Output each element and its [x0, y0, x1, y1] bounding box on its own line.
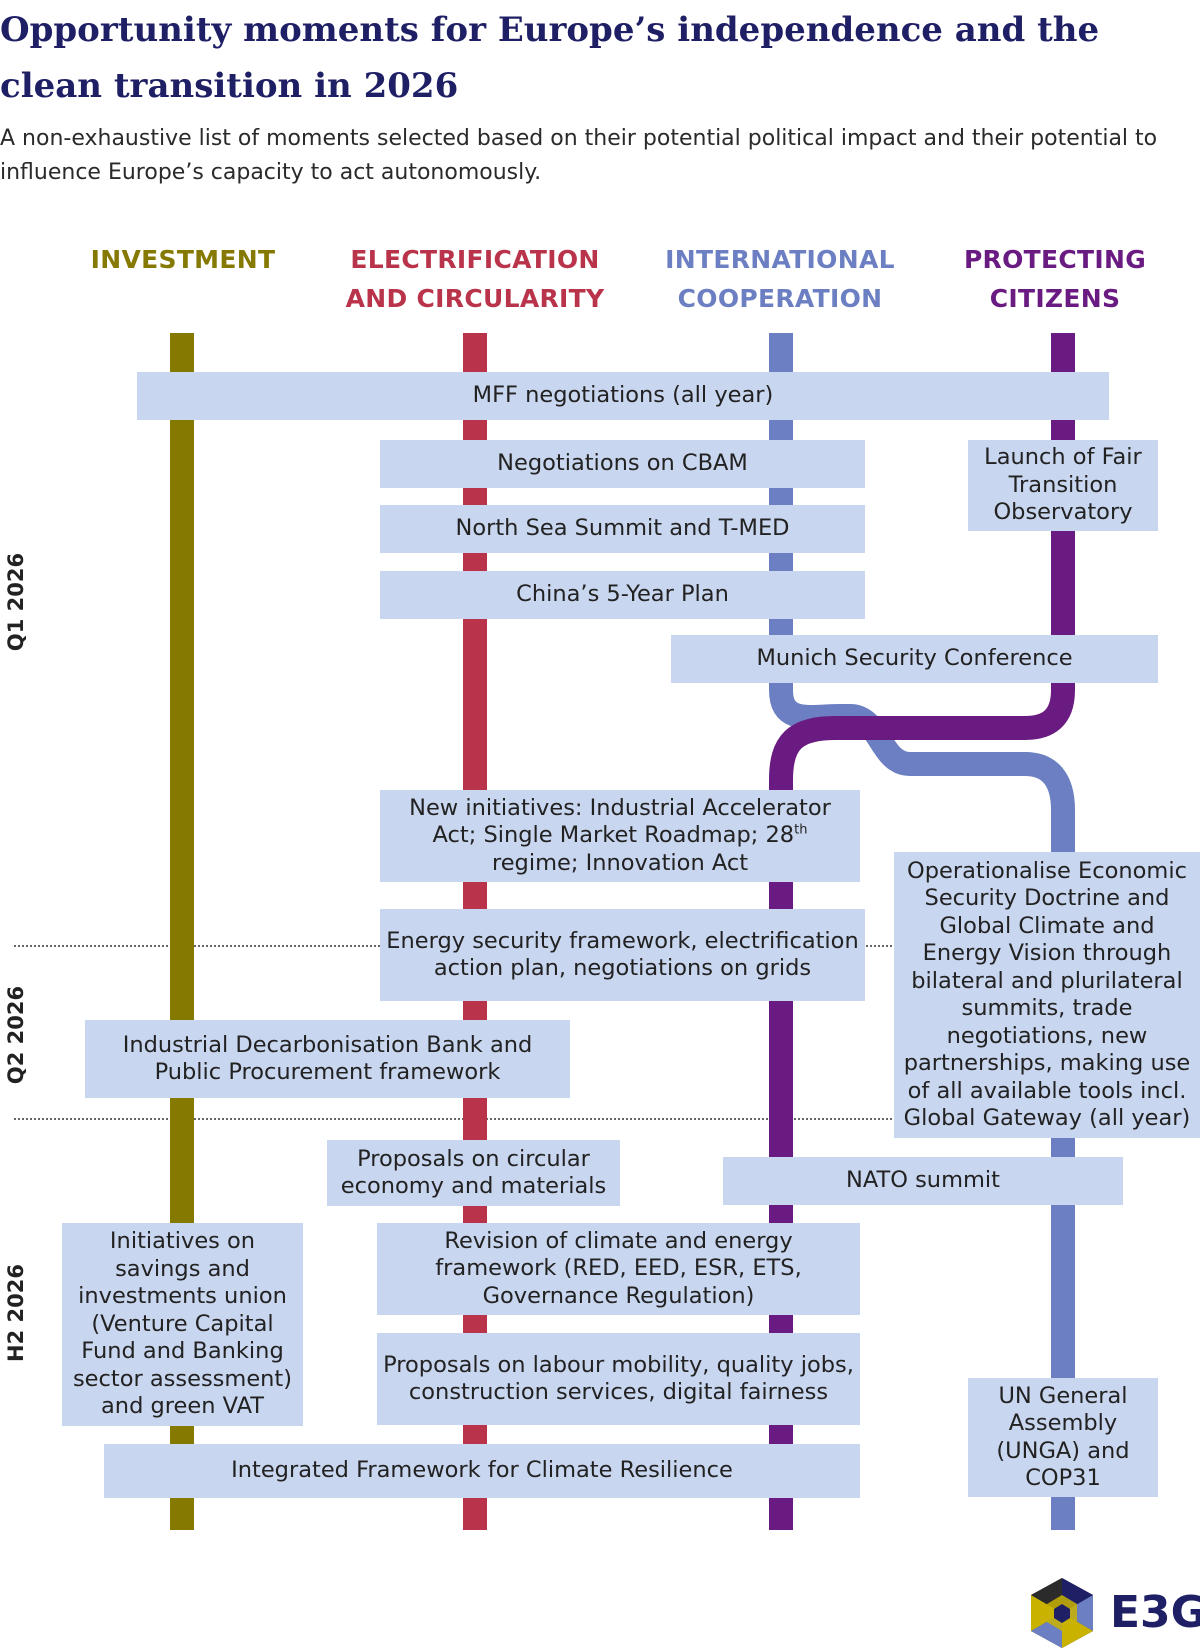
- column-header-electrification: ELECTRIFICATION AND CIRCULARITY: [345, 245, 605, 313]
- page-title: Opportunity moments for Europe’s indepen…: [0, 10, 1100, 106]
- event-nato-summit: NATO summit: [723, 1157, 1123, 1205]
- event-china-five-year-plan: China’s 5-Year Plan: [380, 571, 865, 619]
- event-munich-security-conference: Munich Security Conference: [671, 635, 1158, 683]
- event-labour-mobility-proposals: Proposals on labour mobility, quality jo…: [377, 1333, 860, 1425]
- event-north-sea-summit: North Sea Summit and T-MED: [380, 505, 865, 553]
- event-new-initiatives: New initiatives: Industrial Accelerator …: [380, 790, 860, 882]
- page-subtitle: A non-exhaustive list of moments selecte…: [0, 126, 1158, 185]
- event-cbam-negotiations: Negotiations on CBAM: [380, 440, 865, 488]
- event-climate-energy-framework-revision: Revision of climate and energy framework…: [377, 1223, 860, 1315]
- column-header-international: INTERNATIONAL COOPERATION: [665, 245, 895, 313]
- quarter-separator-q2-h2: [14, 1118, 1184, 1120]
- event-economic-security-doctrine: Operationalise Economic Security Doctrin…: [894, 852, 1200, 1138]
- e3g-logo-text: E3G: [1110, 1587, 1200, 1638]
- event-un-general-assembly: UN General Assembly (UNGA) and COP31: [968, 1378, 1158, 1497]
- event-mff-negotiations: MFF negotiations (all year): [137, 372, 1109, 420]
- protecting-line: [769, 333, 1075, 1530]
- column-header-protecting: PROTECTING CITIZENS: [963, 245, 1147, 313]
- column-header-investment: INVESTMENT: [90, 245, 276, 274]
- event-energy-security-framework: Energy security framework, electrificati…: [380, 909, 865, 1001]
- event-industrial-decarbonisation-bank: Industrial Decarbonisation Bank and Publ…: [85, 1020, 570, 1098]
- event-savings-investments-union: Initiatives on savings and investments u…: [62, 1223, 303, 1426]
- event-fair-transition-observatory: Launch of Fair Transition Observatory: [968, 440, 1158, 531]
- e3g-hexagon-logo-icon: [1031, 1578, 1093, 1648]
- event-circular-economy-proposals: Proposals on circular economy and materi…: [327, 1140, 620, 1206]
- event-climate-resilience-framework: Integrated Framework for Climate Resilie…: [104, 1444, 860, 1498]
